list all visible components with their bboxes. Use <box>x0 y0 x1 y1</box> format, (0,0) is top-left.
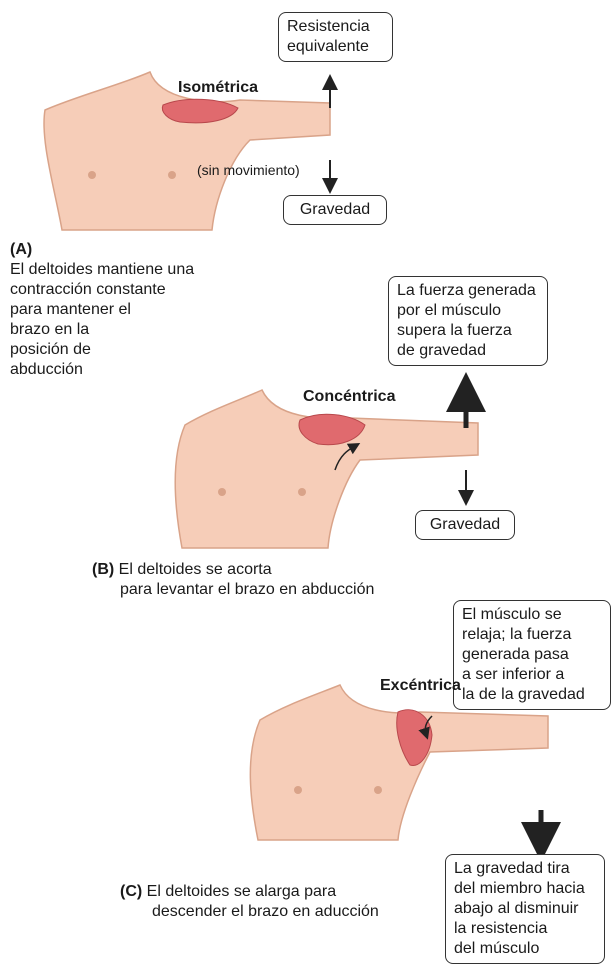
caption-b-line-2: para levantar el brazo en abducción <box>120 581 375 598</box>
resistance-line-2: equivalente <box>287 38 369 55</box>
caption-c: (C) El deltoides se alarga para descende… <box>120 882 379 922</box>
torso-b <box>174 389 479 549</box>
resistance-line-1: Resistencia <box>287 18 370 35</box>
gravity-box-c: La gravedad tira del miembro hacia abajo… <box>445 854 605 964</box>
caption-b: (B) El deltoides se acorta para levantar… <box>92 560 374 600</box>
relax-c-line-4: a ser inferior a <box>462 666 565 683</box>
caption-a-line-6: abducción <box>10 361 83 378</box>
nipple-b-left <box>218 488 226 496</box>
torso-c <box>249 684 549 841</box>
nipple-a-right <box>168 171 176 179</box>
force-b-line-3: supera la fuerza <box>397 322 512 339</box>
caption-a-line-1: El deltoides mantiene una <box>10 261 195 278</box>
gravity-label-b: Gravedad <box>429 516 501 533</box>
caption-a-line-5: posición de <box>10 341 91 358</box>
gravity-c-line-2: del miembro hacia <box>454 880 585 897</box>
nipple-a-left <box>88 171 96 179</box>
deltoid-muscle-b <box>298 413 366 446</box>
caption-c-line-2: descender el brazo en aducción <box>152 903 379 920</box>
gravity-box-a: Gravedad <box>283 195 387 225</box>
letter-a: (A) <box>10 241 33 258</box>
force-box-b: La fuerza generada por el músculo supera… <box>388 276 548 366</box>
caption-c-line-1: El deltoides se alarga para <box>146 883 337 900</box>
nipple-c-right <box>374 786 382 794</box>
lengthen-arrow-c-top <box>418 715 433 740</box>
title-concentric: Concéntrica <box>303 388 396 405</box>
gravity-box-b: Gravedad <box>415 510 515 540</box>
gravity-c-line-3: abajo al disminuir <box>454 900 579 917</box>
gravity-c-line-4: la resistencia <box>454 920 548 937</box>
gravity-c-line-5: del músculo <box>454 940 540 957</box>
resistance-box-a: Resistencia equivalente <box>278 12 393 62</box>
torso-a <box>43 70 331 231</box>
title-isometric: Isométrica <box>178 79 259 96</box>
nipple-c-left <box>294 786 302 794</box>
caption-a-line-4: brazo en la <box>10 321 90 338</box>
contraction-arrow-b <box>334 443 361 471</box>
relax-c-line-2: relaja; la fuerza <box>462 626 572 643</box>
caption-b-line-1: El deltoides se acorta <box>118 561 272 578</box>
deltoid-muscle-a <box>161 98 239 124</box>
no-motion-label: (sin movimiento) <box>197 162 300 178</box>
title-eccentric: Excéntrica <box>380 677 461 694</box>
gravity-c-line-1: La gravedad tira <box>454 860 570 877</box>
caption-a: (A) El deltoides mantiene una contracció… <box>10 240 194 380</box>
force-b-line-2: por el músculo <box>397 302 502 319</box>
force-b-line-4: de gravedad <box>397 342 486 359</box>
caption-a-line-3: para mantener el <box>10 301 131 318</box>
relax-box-c: El músculo se relaja; la fuerza generada… <box>453 600 611 710</box>
gravity-label-a: Gravedad <box>299 201 371 218</box>
caption-a-line-2: contracción constante <box>10 281 166 298</box>
force-b-line-1: La fuerza generada <box>397 282 536 299</box>
letter-c: (C) <box>120 883 143 900</box>
relax-c-line-3: generada pasa <box>462 646 569 663</box>
nipple-b-right <box>298 488 306 496</box>
letter-b: (B) <box>92 561 115 578</box>
relax-c-line-5: la de la gravedad <box>462 686 585 703</box>
deltoid-muscle-c <box>396 709 433 766</box>
relax-c-line-1: El músculo se <box>462 606 562 623</box>
